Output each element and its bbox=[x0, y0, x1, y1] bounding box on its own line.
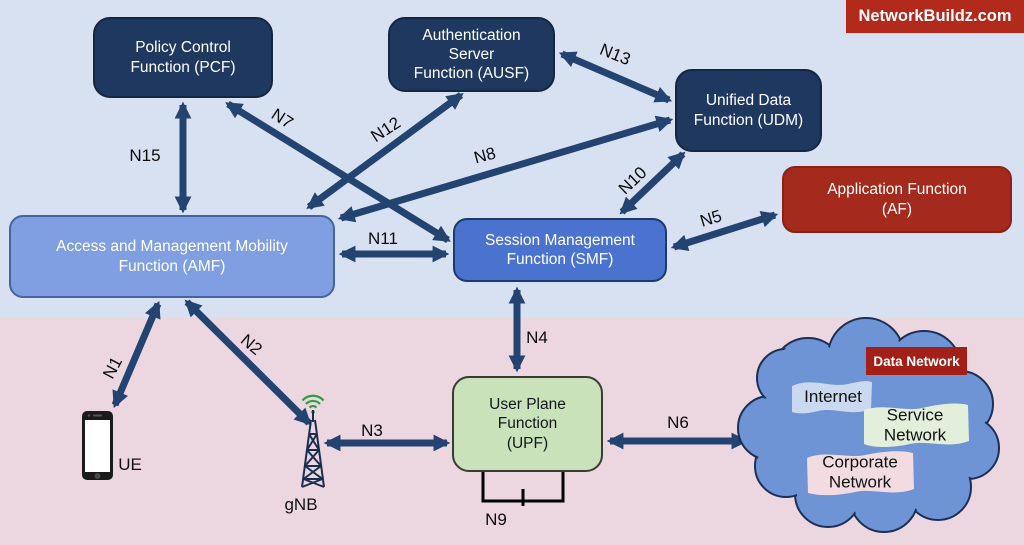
label-n4: N4 bbox=[526, 328, 548, 347]
watermark-badge: NetworkBuildz.com bbox=[846, 0, 1024, 33]
node-udm-label: Unified Data Function (UDM) bbox=[693, 92, 804, 129]
arrow-n5 bbox=[670, 211, 779, 251]
label-n6: N6 bbox=[667, 413, 689, 432]
arrow-n13 bbox=[558, 50, 673, 104]
interface-arrows bbox=[111, 50, 779, 452]
gnb-tower-icon bbox=[301, 394, 325, 488]
node-amf-label: Access and Management Mobility Function … bbox=[56, 238, 288, 275]
arrow-n8 bbox=[337, 115, 674, 223]
label-n11: N11 bbox=[368, 229, 398, 248]
internet-label: Internet bbox=[804, 386, 862, 406]
node-af: Application Function (AF) bbox=[782, 166, 1012, 233]
corporate-network-label: Corporate Network bbox=[822, 452, 898, 492]
arrow-n1 bbox=[111, 300, 162, 409]
node-upf: User Plane Function (UPF) bbox=[452, 376, 603, 472]
ue-phone-icon bbox=[82, 411, 113, 480]
watermark-text: NetworkBuildz.com bbox=[858, 7, 1012, 25]
node-af-label: Application Function (AF) bbox=[827, 181, 967, 218]
node-udm: Unified Data Function (UDM) bbox=[675, 69, 822, 152]
node-smf: Session Management Function (SMF) bbox=[453, 218, 667, 282]
data-network-title: Data Network bbox=[866, 347, 967, 375]
node-ausf-label: Authentication Server Function (AUSF) bbox=[413, 26, 530, 83]
service-network-label: Service Network bbox=[883, 405, 947, 445]
label-n15: N15 bbox=[129, 146, 161, 165]
internet-banner bbox=[792, 381, 872, 414]
label-n3: N3 bbox=[361, 421, 383, 440]
label-n9: N9 bbox=[485, 510, 507, 529]
node-pcf-label: Policy Control Function (PCF) bbox=[130, 39, 236, 76]
ue-label: UE bbox=[118, 455, 142, 474]
node-pcf: Policy Control Function (PCF) bbox=[93, 17, 273, 98]
node-ausf: Authentication Server Function (AUSF) bbox=[388, 17, 555, 92]
node-smf-label: Session Management Function (SMF) bbox=[485, 231, 635, 268]
data-network-title-text: Data Network bbox=[873, 353, 960, 369]
gnb-label: gNB bbox=[284, 495, 318, 514]
node-amf: Access and Management Mobility Function … bbox=[9, 215, 335, 298]
service-network-banner bbox=[864, 403, 969, 447]
node-upf-label: User Plane Function (UPF) bbox=[489, 396, 566, 452]
arrow-n10 bbox=[619, 151, 686, 215]
corporate-network-banner bbox=[807, 451, 914, 496]
n9-loop bbox=[481, 472, 565, 506]
arrow-n2 bbox=[184, 299, 312, 426]
